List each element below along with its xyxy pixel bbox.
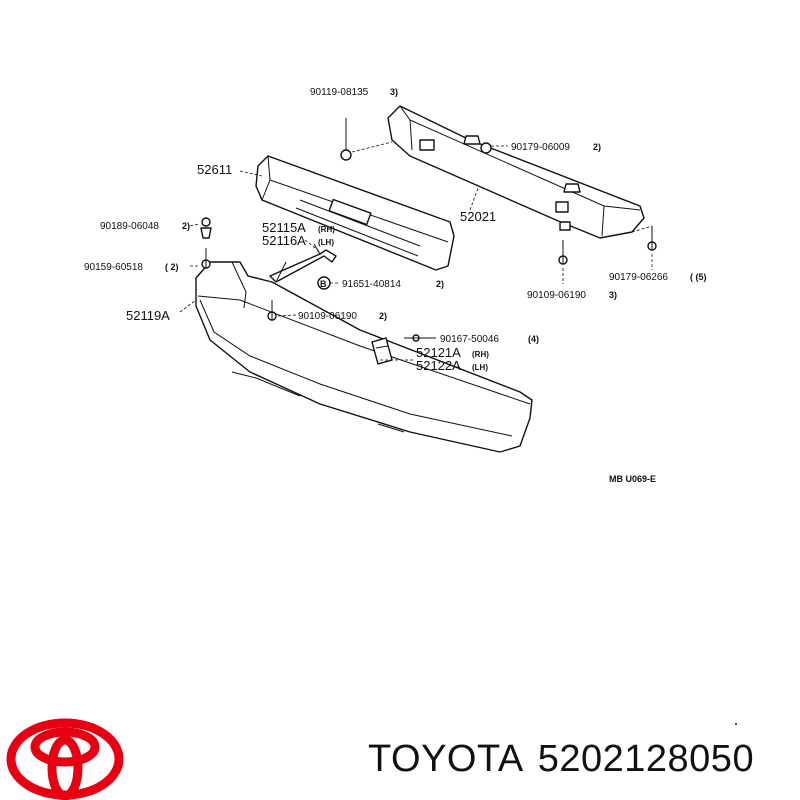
label-52116A: 52116A (262, 233, 306, 248)
label-90109-06190-left: 90109-06190 (298, 311, 357, 322)
leader-lines (179, 141, 653, 361)
qty-90179-06009: 2) (593, 142, 601, 152)
qty-90179-06266: ( (5) (690, 272, 707, 282)
qty-90109-06190-right: 3) (609, 290, 617, 300)
label-52021: 52021 (460, 209, 496, 224)
brand-caption: TOYOTA 5202128050 (368, 738, 768, 788)
diagram-code: MB U069-E (609, 474, 656, 484)
side-52122A: (LH) (472, 363, 488, 372)
label-90179-06009: 90179-06009 (511, 142, 570, 153)
side-52115A: (RH) (318, 225, 335, 234)
label-52611: 52611 (197, 162, 232, 177)
part-number: 5202128050 (537, 738, 755, 780)
bumper-reinforcement-52021 (387, 105, 645, 239)
marker-b: B (320, 279, 327, 289)
bumper-absorber-52611 (255, 155, 455, 271)
qty-90159-60518: ( 2) (165, 262, 179, 272)
bumper-cover-52119A (195, 261, 533, 453)
side-52121A: (RH) (472, 350, 489, 359)
brand-name: TOYOTA (368, 738, 524, 780)
toyota-logo-icon (6, 718, 124, 800)
label-91651-40814: 91651-40814 (342, 279, 401, 290)
label-52115A: 52115A (262, 220, 306, 235)
fasteners: B (200, 118, 657, 342)
qty-91651-40814: 2) (436, 279, 444, 289)
label-90179-06266: 90179-06266 (609, 272, 668, 283)
label-90109-06190-right: 90109-06190 (527, 290, 586, 301)
label-52122A: 52122A (416, 358, 461, 373)
side-52116A: (LH) (318, 238, 334, 247)
qty-90189-06048: 2) (182, 221, 190, 231)
part-labels: 90119-08135 3) 90179-06009 2) 52611 5202… (84, 87, 707, 484)
label-90159-60518: 90159-60518 (84, 262, 143, 273)
bracket-52115A (269, 243, 337, 283)
label-90189-06048: 90189-06048 (100, 221, 159, 232)
label-52121A: 52121A (416, 345, 461, 360)
corner-dot (735, 723, 737, 725)
label-52119A: 52119A (126, 308, 170, 323)
qty-90119-08135: 3) (390, 87, 398, 97)
qty-90167-50046: (4) (528, 334, 539, 344)
label-90119-08135: 90119-08135 (310, 87, 369, 98)
label-90167-50046: 90167-50046 (440, 334, 499, 345)
qty-90109-06190-left: 2) (379, 311, 387, 321)
